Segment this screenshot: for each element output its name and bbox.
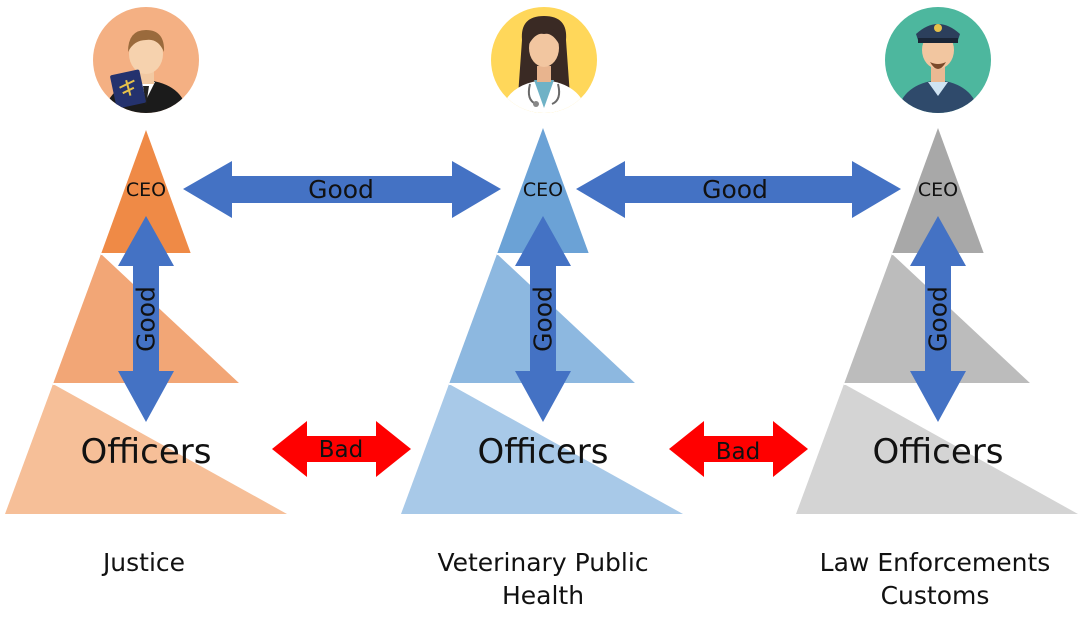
vertical-arrow-justice-shape	[118, 216, 174, 422]
horizontal-arrow-good-left: Good	[183, 161, 501, 218]
horizontal-arrow-bad-left-label: Bad	[319, 437, 363, 463]
pyramid-justice-officers-label: Officers	[81, 432, 212, 472]
pyramid-justice-top-tier	[101, 130, 191, 254]
pyramid-vph-top-tier	[497, 128, 589, 254]
caption-vph: Veterinary Public Health	[437, 548, 649, 610]
horizontal-arrow-good-right-shape	[576, 161, 901, 218]
horizontal-arrow-good-left-shape	[183, 161, 501, 218]
vertical-arrow-law-label: Good	[924, 286, 953, 352]
pyramid-law-bottom-tier	[796, 384, 1078, 514]
horizontal-arrow-bad-left-shape	[272, 421, 411, 477]
police-officer-avatar-icon	[885, 7, 991, 113]
pyramid-law-top-tier	[892, 128, 984, 254]
vertical-arrow-vph-label: Good	[529, 286, 558, 352]
horizontal-arrow-good-right-label: Good	[702, 175, 768, 204]
pyramid-law-ceo-label: CEO	[918, 179, 958, 201]
vertical-arrow-justice: Good	[118, 216, 174, 422]
caption-justice: Justice	[102, 548, 186, 577]
horizontal-arrow-good-right: Good	[576, 161, 901, 218]
doctor-avatar-icon	[491, 7, 597, 113]
caption-law: Law Enforcements Customs	[819, 548, 1051, 610]
pyramid-law-officers-label: Officers	[873, 432, 1004, 472]
vertical-arrow-vph: Good	[515, 216, 571, 422]
vertical-arrow-vph-shape	[515, 216, 571, 422]
pyramid-justice-ceo-label: CEO	[126, 179, 166, 201]
horizontal-arrow-bad-left: Bad	[272, 421, 411, 477]
horizontal-arrow-good-left-label: Good	[308, 175, 374, 204]
horizontal-arrow-bad-right-shape	[669, 421, 808, 477]
vertical-arrow-justice-label: Good	[132, 286, 161, 352]
horizontal-arrow-bad-right-label: Bad	[716, 439, 760, 465]
judge-avatar-icon	[93, 7, 199, 113]
horizontal-arrow-bad-right: Bad	[669, 421, 808, 477]
vertical-arrow-law: Good	[910, 216, 966, 422]
pyramid-vph-officers-label: Officers	[478, 432, 609, 472]
pyramid-vph-bottom-tier	[401, 384, 683, 514]
pyramid-justice-bottom-tier	[5, 384, 287, 514]
pyramid-vph-ceo-label: CEO	[523, 179, 563, 201]
vertical-arrow-law-shape	[910, 216, 966, 422]
